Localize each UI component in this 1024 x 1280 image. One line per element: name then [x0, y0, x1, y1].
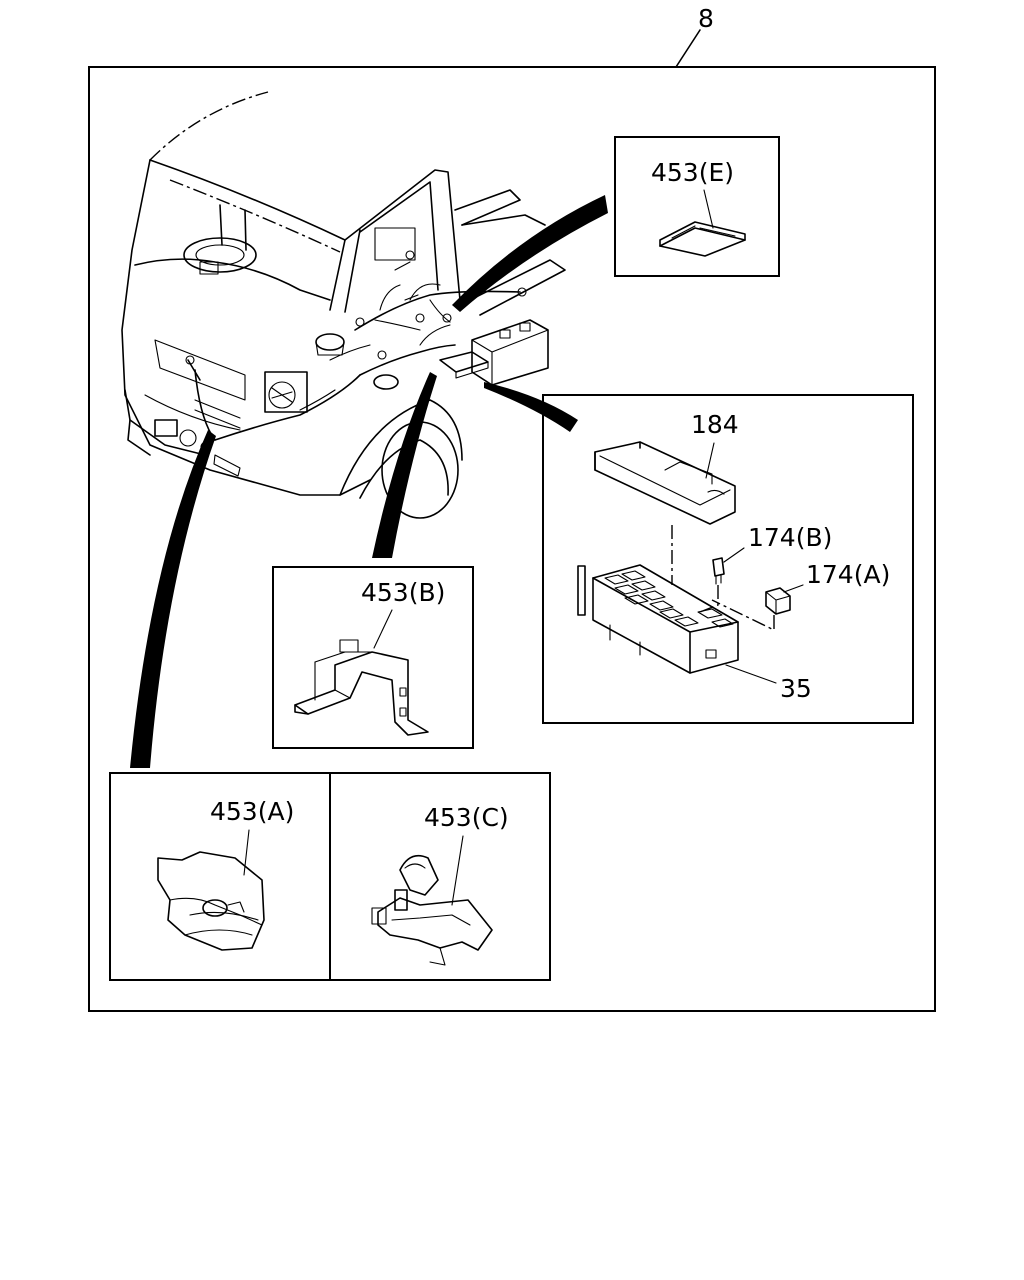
label-453e: 453(E): [651, 158, 734, 187]
label-453a: 453(A): [210, 797, 294, 826]
detail-box-453e: 453(E): [614, 136, 780, 277]
detail-box-fusebox: 184 35 174(B): [542, 394, 914, 724]
truck-cab-illustration: [121, 91, 566, 519]
label-assembly-8: 8: [698, 4, 714, 33]
main-frame: 8: [88, 4, 936, 1012]
label-453b: 453(B): [361, 578, 445, 607]
pointer-to-453a: [130, 430, 216, 768]
callout-pointers: [130, 195, 608, 768]
detail-box-453b: 453(B): [272, 566, 474, 749]
label-174b: 174(B): [748, 523, 832, 552]
pointer-to-453b: [372, 372, 437, 558]
pointer-to-453e: [452, 195, 608, 312]
pointer-to-fusebox: [484, 382, 578, 432]
label-184: 184: [691, 410, 739, 439]
label-174a: 174(A): [806, 560, 890, 589]
label-35: 35: [780, 674, 812, 703]
detail-box-453a-453c: 453(A) 453(C): [109, 772, 551, 981]
label-453c: 453(C): [424, 803, 509, 832]
